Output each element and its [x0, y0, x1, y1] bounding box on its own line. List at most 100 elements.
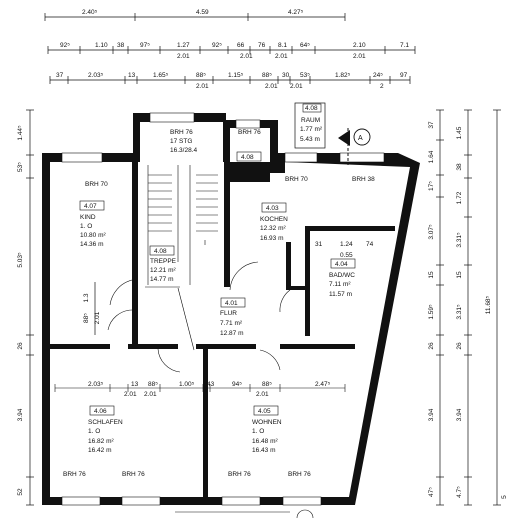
doors — [107, 261, 291, 373]
section-marker: A — [338, 128, 371, 165]
window-stair — [149, 112, 195, 123]
dim-r2-3: 38 — [117, 42, 125, 49]
room-floor: 1. O — [252, 428, 264, 435]
room-name: TREPPE — [150, 258, 177, 265]
dim-r2-7: 66 — [237, 42, 245, 49]
dim-r2-10: 2.01 — [275, 53, 288, 60]
dim-r2-sub-1: 2.01 — [177, 53, 190, 60]
staircase — [145, 165, 218, 288]
bottom-stamp-fragment — [175, 509, 314, 518]
brh-kochen-1: BRH 70 — [285, 176, 308, 183]
dim-r2-13: 7.1 — [400, 42, 409, 49]
dim-right2-1: 1.45 — [456, 126, 463, 139]
dim-right1-5: 15 — [428, 271, 435, 279]
dim-r3-1: 37 — [56, 72, 64, 79]
dim-right2-6: 3.31⁵ — [456, 304, 463, 320]
room-name: WOHNEN — [252, 419, 282, 426]
dim-r2-12: 2.10 — [353, 42, 366, 49]
window-wohnen-1 — [221, 496, 261, 506]
dimension-lines-top — [44, 13, 416, 84]
dim-r3-4: 1.65⁵ — [153, 72, 169, 79]
dim-r3-sub-2: 2.01 — [265, 83, 278, 90]
dim-r2-sub-2: 2.01 — [240, 53, 253, 60]
dim-r3-11: 24⁵ — [373, 72, 383, 79]
dim-inner-5: 43 — [207, 381, 215, 388]
room-area: 16.82 m² — [88, 438, 114, 445]
room-perimeter: 11.57 m — [329, 291, 352, 298]
dim-r3-10: 1.82⁵ — [335, 72, 351, 79]
section-marker-label: A — [358, 135, 363, 142]
small-room-wall — [230, 162, 270, 182]
dim-left-5: 3.94 — [17, 408, 24, 421]
room-flur: 4.01 FLUR 7.71 m² 12.87 m — [220, 297, 246, 337]
dim-right-total: 11.68⁵ — [485, 295, 492, 314]
dim-right1-4: 3.07⁵ — [428, 224, 435, 240]
dim-left-2: 53⁵ — [17, 162, 24, 172]
stair-brh: BRH 76 — [170, 129, 193, 136]
windows — [61, 112, 385, 506]
room-name: FLUR — [220, 310, 237, 317]
room-name: KIND — [80, 214, 96, 221]
dimension-text-top: 2.40⁵ 4.59 4.27⁵ 92⁵ 1.10 38 97⁵ 1.27 92… — [56, 9, 409, 90]
dim-right2-7: 26 — [456, 342, 463, 350]
dim-r3-3: 13 — [128, 72, 136, 79]
window-schlafen-1 — [61, 496, 101, 506]
dim-inner-2: 13 — [131, 381, 139, 388]
room-area: 7.11 m² — [329, 281, 351, 288]
brh-schlafen-2: BRH 76 — [122, 471, 145, 478]
dim-right1-8: 3.94 — [428, 408, 435, 421]
raum-perimeter: 5.43 m — [300, 136, 320, 143]
dim-r3-9: 53⁵ — [300, 72, 310, 79]
room-floor: 1. O — [88, 428, 100, 435]
dim-r2-sub-3: 2.01 — [353, 53, 366, 60]
dim-inner-sub-2: 2.01 — [256, 391, 269, 398]
room-name: KOCHEN — [260, 216, 288, 223]
room-id: 4.07 — [84, 203, 97, 210]
dim-inner-8: 2.47⁵ — [315, 381, 331, 388]
brh-wohnen-1: BRH 76 — [228, 471, 251, 478]
dim-r3-5: 88⁵ — [196, 72, 206, 79]
dim-r3-12: 97 — [400, 72, 408, 79]
dim-right2-4: 3.31⁵ — [456, 232, 463, 248]
dim-inner-sub-3: 2.01 — [124, 391, 137, 398]
room-bad: 4.04 BAD/WC 7.11 m² 11.57 m — [329, 258, 355, 298]
room-area: 16.48 m² — [252, 438, 278, 445]
bad-dim-1: 31 — [315, 241, 323, 248]
room-treppe: 4.08 TREPPE 12.21 m² 14.77 m — [149, 245, 177, 283]
dim-right1-2: 1.64 — [428, 150, 435, 163]
room-perimeter: 16.43 m — [252, 447, 276, 454]
dim-right2-2: 38 — [456, 163, 463, 171]
dim-left-small-3: 2.01 — [94, 311, 101, 324]
room-area: 12.32 m² — [260, 225, 286, 232]
dim-inner-3: 88⁵ — [148, 381, 158, 388]
room-id: 4.05 — [258, 408, 271, 415]
dim-right2-3: 1.72 — [456, 191, 463, 204]
dim-r2-4: 97⁵ — [140, 42, 150, 49]
dim-r2-11: 64⁵ — [300, 42, 310, 49]
room-id: 4.04 — [335, 261, 348, 268]
room-kochen: 4.03 KOCHEN 12.32 m² 16.93 m — [260, 202, 288, 242]
dim-top-1: 2.40⁵ — [82, 9, 98, 16]
room-area: 12.21 m² — [150, 267, 176, 274]
dim-r2-5: 1.27 — [177, 42, 190, 49]
raum-id: 4.08 — [305, 105, 318, 112]
dim-top-3: 4.27⁵ — [288, 9, 304, 16]
dim-r2-2: 1.10 — [95, 42, 108, 49]
bad-dim-4: 0.55 — [340, 252, 353, 259]
window-wohnen-2 — [282, 496, 322, 506]
room-perimeter: 16.93 m — [260, 235, 284, 242]
brh-wohnen-2: BRH 76 — [288, 471, 311, 478]
raum-area: 1.77 m² — [300, 126, 323, 133]
dim-r2-1: 92⁵ — [60, 42, 70, 49]
raum-title: RAUM — [301, 117, 320, 124]
room-perimeter: 12.87 m — [220, 330, 244, 337]
room-area: 10.80 m² — [80, 232, 106, 239]
window-kochen-1 — [284, 152, 318, 163]
dim-r3-2: 2.03⁵ — [88, 72, 104, 79]
dim-r3-6: 1.15⁵ — [228, 72, 244, 79]
brh-kochen-2: BRH 38 — [352, 176, 375, 183]
bad-dim-3: 74 — [366, 241, 374, 248]
raum-legend: 4.08 RAUM 1.77 m² 5.43 m — [294, 102, 326, 149]
dimension-lines-left — [26, 109, 96, 506]
